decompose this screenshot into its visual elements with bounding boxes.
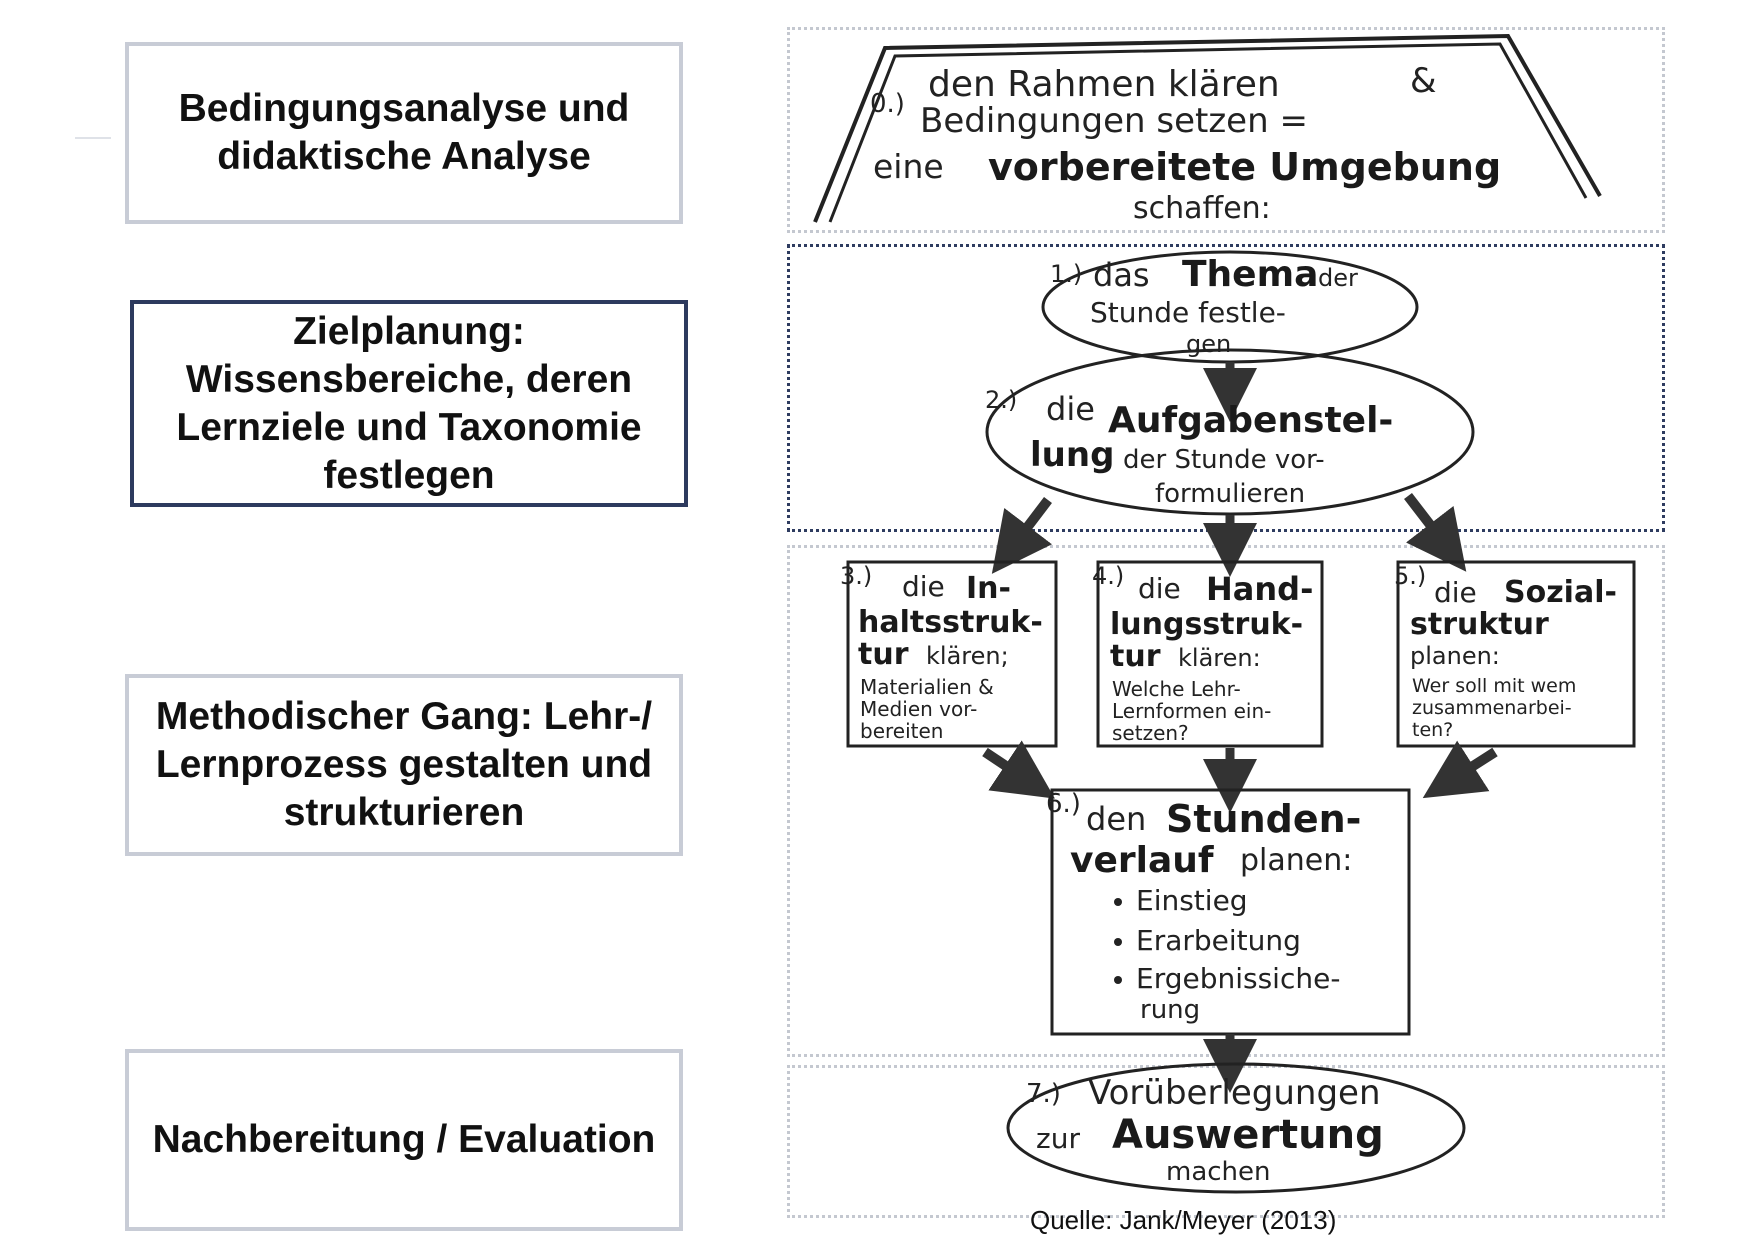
step0-amp: & (1410, 61, 1437, 101)
step2-line2b: der Stunde vor- (1123, 445, 1325, 475)
step0-num: 0.) (870, 89, 905, 119)
step7-num: 7.) (1026, 1079, 1061, 1109)
step6-line2b: planen: (1240, 843, 1352, 878)
step3-line3b: klären; (926, 642, 1009, 670)
step6-item: Einstieg (1136, 884, 1248, 917)
step1-line2: Stunde festle- (1090, 296, 1286, 329)
step3-box: 3.) die In- haltsstruk- tur klären; Mate… (840, 560, 1058, 748)
step6-item: Ergebnissiche- (1136, 962, 1340, 995)
step5-num: 5.) (1394, 562, 1426, 590)
stray-line (75, 137, 111, 139)
box-line: Bedingungsanalyse und (178, 87, 630, 130)
box-line: Nachbereitung / Evaluation (152, 1118, 656, 1161)
step4-b: Hand- (1206, 570, 1313, 608)
box-line: festlegen (323, 453, 495, 497)
step2-num: 2.) (985, 386, 1017, 414)
step3-line2: haltsstruk- (858, 605, 1043, 640)
step5-a: die (1434, 576, 1477, 609)
zone-rahmen (787, 27, 1665, 233)
step4-s2: Lernformen ein- (1112, 699, 1271, 723)
step3-line3a: tur (858, 637, 909, 672)
step2-ellipse: 2.) die Aufgabenstel- lung der Stunde vo… (985, 348, 1475, 516)
step4-line3b: klären: (1178, 644, 1261, 672)
step6-box: 6.) den Stunden- verlauf planen: Einstie… (1046, 788, 1411, 1036)
arrow-2-5 (1404, 492, 1467, 572)
arrow-5-6 (1422, 740, 1498, 799)
step6-num: 6.) (1046, 789, 1081, 819)
step4-num: 4.) (1092, 562, 1124, 590)
step7-line2b: Auswertung (1112, 1112, 1384, 1158)
box-line: Methodischer Gang: Lehr-/ (155, 695, 653, 738)
box-line: Wissensbereiche, deren (185, 357, 633, 401)
step5-box: 5.) die Sozial- struktur planen: Wer sol… (1394, 560, 1636, 748)
step4-line3a: tur (1110, 639, 1161, 674)
step6-item: Erarbeitung (1136, 924, 1301, 957)
box-line: didaktische Analyse (217, 135, 591, 178)
step3-num: 3.) (840, 562, 872, 590)
step4-a: die (1138, 572, 1181, 605)
step1-a: das (1093, 256, 1150, 294)
step4-s1: Welche Lehr- (1112, 677, 1241, 701)
bullet (1114, 938, 1122, 946)
box-line: strukturieren (283, 791, 525, 834)
step7-line3: machen (1166, 1157, 1271, 1187)
step3-s3: bereiten (860, 719, 943, 743)
step1-line3: gen (1186, 330, 1231, 358)
step1-c: der (1318, 264, 1358, 292)
step0-line1: den Rahmen klären (928, 64, 1280, 105)
step3-b: In- (966, 571, 1011, 606)
step7-line1: Vorüberlegungen (1088, 1073, 1381, 1113)
step5-line3: planen: (1410, 642, 1500, 670)
step3-a: die (902, 570, 945, 603)
step1-ellipse: 1.) das Thema der Stunde festle- gen (1041, 250, 1419, 364)
step5-b: Sozial- (1504, 575, 1617, 610)
step5-s2: zusammenarbei- (1412, 697, 1572, 719)
step4-line2: lungsstruk- (1110, 607, 1303, 642)
arrow-3-6 (982, 740, 1055, 799)
step6-line2a: verlauf (1070, 840, 1214, 881)
bullet (1114, 976, 1122, 984)
step6-b: Stunden- (1166, 797, 1361, 841)
step4-s3: setzen? (1112, 721, 1189, 745)
step6-a: den (1086, 800, 1146, 838)
step5-s3: ten? (1412, 719, 1453, 741)
box-methodischer-gang: Methodischer Gang: Lehr-/ Lernprozess ges… (125, 674, 683, 856)
step6-item: rung (1140, 995, 1200, 1025)
box-line: Lernprozess gestalten und (155, 743, 653, 786)
step1-b: Thema (1182, 254, 1318, 295)
step0-line4: schaffen: (1133, 191, 1271, 226)
source-caption: Quelle: Jank/Meyer (2013) (1030, 1205, 1337, 1235)
step0-roof: 0.) den Rahmen klären & Bedingungen setz… (813, 33, 1602, 226)
step7-ellipse: 7.) Vorüberlegungen zur Auswertung mache… (1006, 1062, 1466, 1194)
step2-line2a: lung (1030, 435, 1114, 475)
step3-s1: Materialien & (860, 675, 994, 699)
step0-line3a: eine (873, 147, 944, 186)
step5-line2: struktur (1410, 607, 1549, 642)
arrow-2-3 (991, 496, 1053, 574)
step2-a: die (1046, 390, 1095, 428)
step2-line3: formulieren (1155, 479, 1305, 509)
step7-line2a: zur (1036, 1122, 1080, 1155)
box-bedingungsanalyse: Bedingungsanalyse und didaktische Analyse (125, 42, 683, 224)
step1-num: 1.) (1050, 260, 1082, 288)
step0-line3b: vorbereitete Umgebung (988, 145, 1501, 189)
step3-s2: Medien vor- (860, 697, 977, 721)
box-line: Zielplanung: (293, 309, 525, 353)
step2-b: Aufgabenstel- (1108, 400, 1393, 441)
bullet (1114, 898, 1122, 906)
step5-s1: Wer soll mit wem (1412, 675, 1576, 697)
step0-line2: Bedingungen setzen = (920, 101, 1308, 141)
box-nachbereitung: Nachbereitung / Evaluation (125, 1049, 683, 1231)
box-line: Lernziele und Taxonomie (176, 405, 642, 449)
step4-box: 4.) die Hand- lungsstruk- tur klären: We… (1092, 560, 1324, 748)
